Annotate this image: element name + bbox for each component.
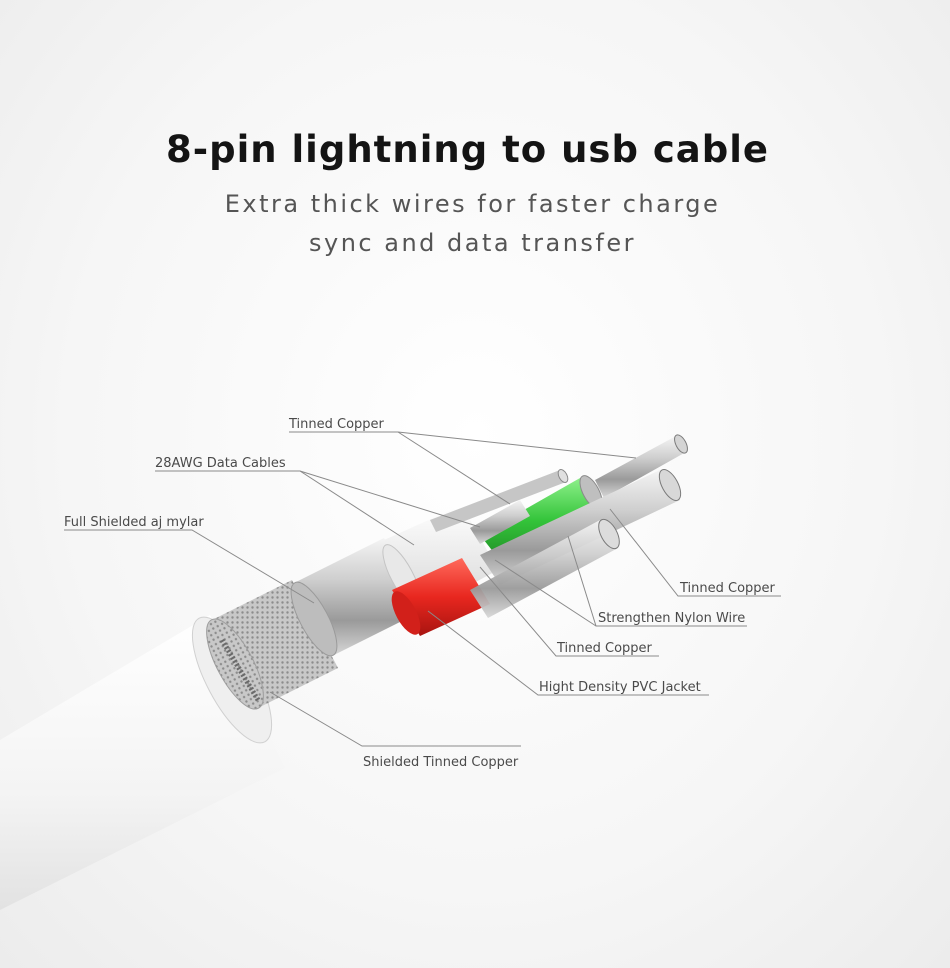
label-nylon-wire: Strengthen Nylon Wire [598, 611, 745, 626]
conductor-strands [430, 434, 688, 618]
subtitle-line-2: sync and data transfer [309, 229, 636, 257]
leader-lines [64, 431, 781, 747]
label-tinned-copper-right: Tinned Copper [679, 581, 776, 596]
label-tinned-copper-mid: Tinned Copper [556, 641, 653, 656]
label-pvc-jacket: Hight Density PVC Jacket [539, 680, 701, 695]
label-data-cables: 28AWG Data Cables [155, 456, 286, 471]
label-mylar: Full Shielded aj mylar [64, 515, 204, 530]
page-title: 8-pin lightning to usb cable [166, 128, 769, 171]
red-core [391, 558, 490, 636]
label-tinned-copper-top: Tinned Copper [288, 417, 385, 432]
label-shielded-tinned-copper: Shielded Tinned Copper [363, 755, 519, 770]
subtitle-line-1: Extra thick wires for faster charge [224, 190, 721, 218]
